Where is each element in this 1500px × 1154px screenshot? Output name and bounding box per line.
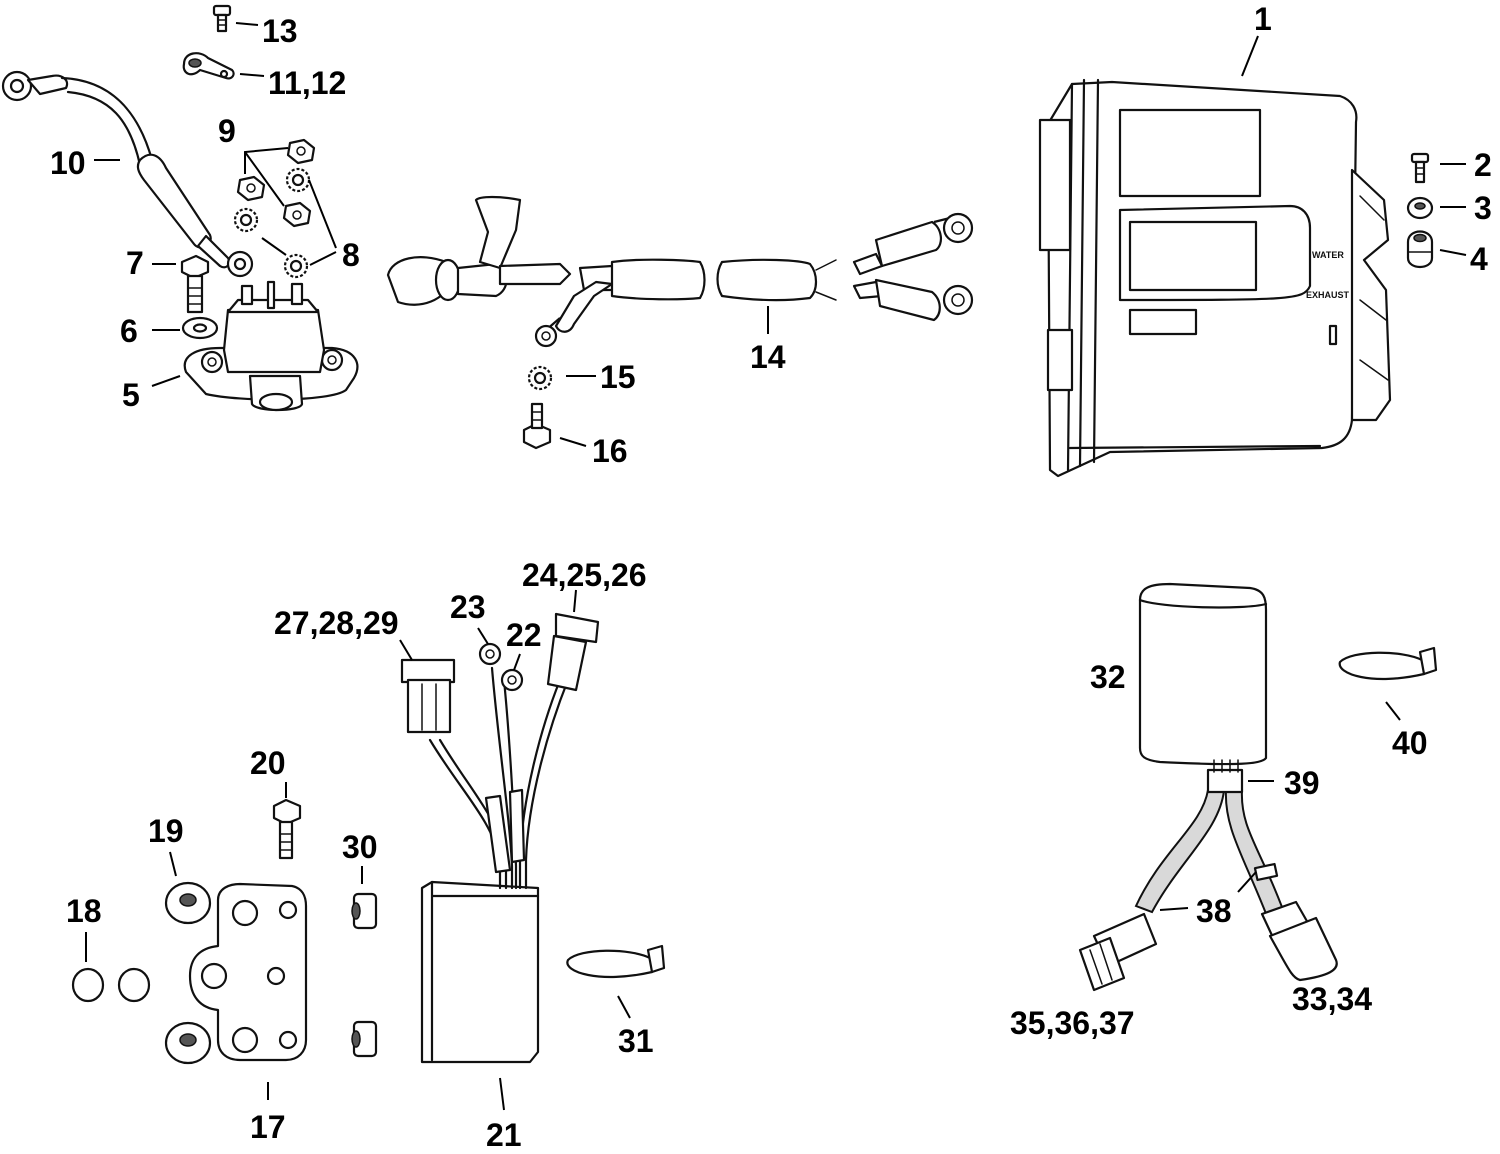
label-6: 6: [120, 313, 138, 349]
connector-35-37-icon: [1078, 912, 1158, 992]
mounting-plate-17-icon: [188, 882, 308, 1062]
rectifier-21-icon: [400, 612, 600, 1064]
strap-31-icon: [566, 944, 666, 979]
lock-washer-15-icon: [527, 365, 553, 391]
label-4: 4: [1470, 241, 1488, 277]
label-40: 40: [1392, 725, 1428, 761]
bolt-16-icon: [522, 402, 552, 450]
battery-cable-icon: [1, 70, 254, 278]
screw-2-icon: [1410, 152, 1430, 184]
bushing-4-icon: [1406, 230, 1434, 269]
bolt-7-icon: [180, 254, 210, 314]
connector-33-34-icon: [1260, 900, 1338, 982]
label-10: 10: [50, 145, 86, 181]
label-8: 8: [342, 237, 360, 273]
grommet-3-icon: [1406, 196, 1434, 220]
bushing-18-icon: [71, 967, 151, 1003]
module-exhaust-text: EXHAUST: [1306, 290, 1350, 300]
label-3: 3: [1474, 190, 1492, 226]
label-19: 19: [148, 813, 184, 849]
callout-labels: 1 2 3 4 5 6 7 8 9 10 11,12 13 14 15 16 1…: [50, 1, 1492, 1153]
label-20: 20: [250, 745, 286, 781]
label-31: 31: [618, 1023, 654, 1059]
solenoid-assembly: [1, 4, 359, 412]
control-module-1: WATER EXHAUST: [1038, 35, 1467, 478]
label-5: 5: [122, 377, 140, 413]
bolt-20-icon: [272, 798, 302, 860]
label-32: 32: [1090, 659, 1126, 695]
clamp-icon: [182, 52, 235, 80]
label-15: 15: [600, 359, 636, 395]
label-24-26: 24,25,26: [522, 557, 647, 593]
sensor-module-32: [1078, 582, 1438, 992]
label-30: 30: [342, 829, 378, 865]
module-water-text: WATER: [1312, 250, 1344, 260]
label-27-29: 27,28,29: [274, 605, 399, 641]
label-21: 21: [486, 1117, 522, 1153]
label-23: 23: [450, 589, 486, 625]
label-39: 39: [1284, 765, 1320, 801]
label-22: 22: [506, 617, 542, 653]
label-13: 13: [262, 13, 298, 49]
label-7: 7: [126, 245, 144, 281]
label-17: 17: [250, 1109, 286, 1145]
bolt-13-icon: [212, 4, 232, 33]
label-38: 38: [1196, 893, 1232, 929]
nut-icon: [236, 138, 316, 228]
rectifier-assembly: [71, 589, 666, 1111]
label-1: 1: [1254, 1, 1272, 37]
label-16: 16: [592, 433, 628, 469]
strap-40-icon: [1338, 646, 1438, 681]
label-33-34: 33,34: [1292, 981, 1372, 1017]
spacer-30-icon: [351, 892, 378, 1058]
label-14: 14: [750, 339, 786, 375]
lock-washer-icon: [233, 167, 311, 279]
washer-icon: [181, 316, 219, 340]
label-9: 9: [218, 113, 236, 149]
wire-harness-14: [386, 195, 974, 450]
label-35-37: 35,36,37: [1010, 1005, 1135, 1041]
label-18: 18: [66, 893, 102, 929]
starter-solenoid-icon: [183, 280, 359, 412]
label-11-12: 11,12: [268, 65, 346, 101]
grommet-19-icon: [164, 881, 212, 1065]
label-2: 2: [1474, 147, 1492, 183]
